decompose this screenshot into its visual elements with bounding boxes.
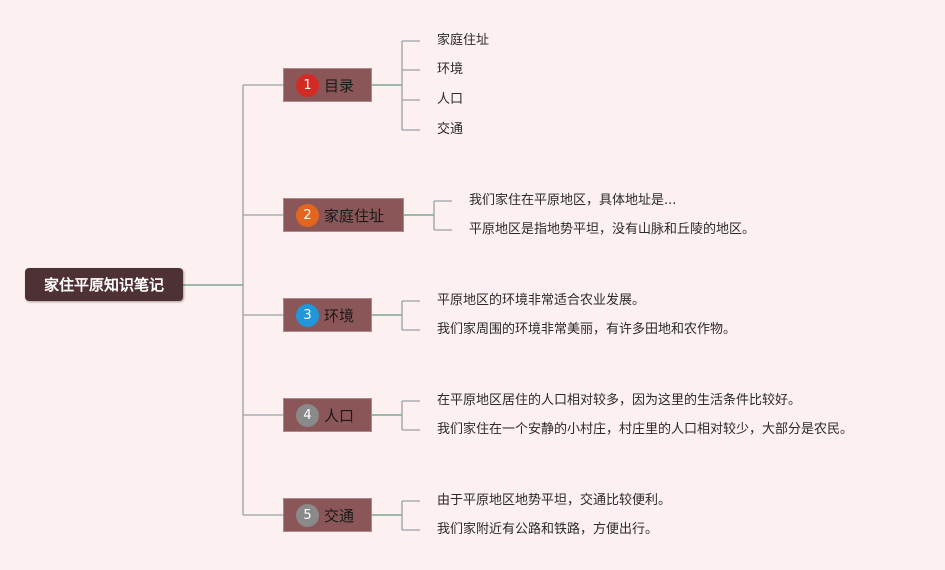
leaf-item[interactable]: 我们家住在一个安静的小村庄，村庄里的人口相对较少，大部分是农民。 <box>437 422 854 437</box>
leaf-item[interactable]: 由于平原地区地势平坦，交通比较便利。 <box>437 493 672 508</box>
leaf-item[interactable]: 平原地区的环境非常适合农业发展。 <box>437 293 646 308</box>
number-badge-1: 1 <box>296 73 319 97</box>
branch-label: 环境 <box>324 306 355 325</box>
branch-node-contents[interactable]: 1 目录 <box>283 68 372 102</box>
number-badge-2: 2 <box>296 203 319 227</box>
leaf-item[interactable]: 平原地区是指地势平坦，没有山脉和丘陵的地区。 <box>469 222 756 237</box>
leaf-item[interactable]: 我们家住在平原地区，具体地址是... <box>469 193 677 208</box>
leaf-item[interactable]: 人口 <box>437 92 464 107</box>
branch-node-transport[interactable]: 5 交通 <box>283 498 372 532</box>
branch-label: 人口 <box>324 406 355 425</box>
branch-label: 家庭住址 <box>324 206 385 225</box>
leaf-item[interactable]: 交通 <box>437 122 464 137</box>
leaf-item[interactable]: 环境 <box>437 62 464 77</box>
number-badge-3: 3 <box>296 303 319 327</box>
root-node[interactable]: 家住平原知识笔记 <box>25 268 183 301</box>
leaf-item[interactable]: 在平原地区居住的人口相对较多，因为这里的生活条件比较好。 <box>437 393 802 408</box>
branch-node-population[interactable]: 4 人口 <box>283 398 372 432</box>
branch-node-address[interactable]: 2 家庭住址 <box>283 198 404 232</box>
branch-label: 目录 <box>324 76 355 95</box>
leaf-item[interactable]: 家庭住址 <box>437 33 490 48</box>
number-badge-4: 4 <box>296 403 319 427</box>
root-label: 家住平原知识笔记 <box>43 276 164 294</box>
number-badge-5: 5 <box>296 503 319 527</box>
leaf-item[interactable]: 我们家附近有公路和铁路，方便出行。 <box>437 522 659 537</box>
branch-node-environment[interactable]: 3 环境 <box>283 298 372 332</box>
leaf-item[interactable]: 我们家周围的环境非常美丽，有许多田地和农作物。 <box>437 322 737 337</box>
branch-label: 交通 <box>324 506 355 525</box>
